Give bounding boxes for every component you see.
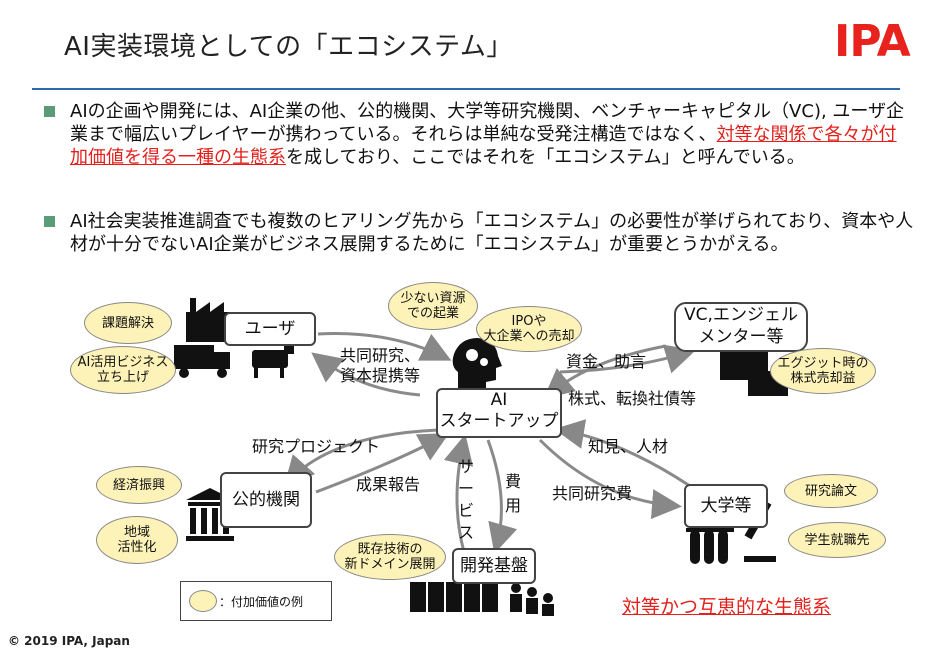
- node-user: ユーザ: [224, 312, 316, 346]
- arrow-startup-to-university: [538, 438, 682, 520]
- bubble-ipo-line1: IPOや: [511, 314, 547, 329]
- ai-head-gears-icon: [452, 338, 502, 390]
- bubble-exit-line1: エグジット時の: [777, 356, 869, 371]
- page-title: AI実装環境としての「エコシステム」: [64, 32, 513, 62]
- bullet-text: AI社会実装推進調査でも複数のヒアリング先から「エコシステム」の必要性が挙げられ…: [70, 211, 914, 255]
- bubble-problem-solving: 課題解決: [84, 302, 172, 344]
- label-service: サービス: [458, 457, 475, 542]
- label-joint-research-cost: 共同研究費: [552, 484, 633, 503]
- bubble-ai-business-line2: 立ち上げ: [96, 370, 149, 385]
- bubble-ai-business-line1: AI活用ビジネス: [77, 355, 169, 370]
- bubble-ai-business: AI活用ビジネス 立ち上げ: [70, 346, 176, 394]
- bullet-ecosystem-importance: AI社会実装推進調査でも複数のヒアリング先から「エコシステム」の必要性が挙げられ…: [44, 210, 914, 256]
- bubble-few-resources-line1: 少ない資源: [400, 291, 466, 306]
- bubble-ipo-line2: 大企業への売却: [483, 329, 575, 344]
- bubble-papers: 研究論文: [784, 474, 878, 508]
- node-ai-startup-line1: AI: [490, 390, 508, 410]
- arrow-university-to-startup: [554, 419, 691, 488]
- bubble-existing-tech: 既存技術の 新ドメイン展開: [334, 534, 446, 580]
- ipa-logo: IPA: [834, 16, 911, 67]
- bubble-existing-tech-line1: 既存技術の: [357, 542, 423, 557]
- node-public-institution: 公的機関: [220, 472, 312, 528]
- title-divider: [32, 88, 900, 90]
- label-knowledge: 知見、人材: [588, 437, 669, 456]
- label-stock: 株式、転換社債等: [568, 389, 697, 408]
- legend-bubble-icon: [189, 590, 217, 612]
- servers-people-icon: [410, 582, 554, 616]
- factory-icon: [186, 298, 230, 342]
- label-results-report: 成果報告: [356, 475, 421, 494]
- bubble-few-resources-line2: での起業: [406, 306, 459, 321]
- bubble-regional: 地域 活性化: [96, 516, 178, 564]
- bullet-text-tail: を成しており、ここではそれを「エコシステム」と呼んでいる。: [286, 147, 805, 168]
- label-joint-research-line2: 資本提携等: [340, 366, 421, 385]
- label-joint-research: 共同研究、 資本提携等: [340, 346, 420, 386]
- bullet-text: AIの企画や開発には、AI企業の他、公的機関、大学等研究機関、ベンチャーキャピタ…: [70, 101, 905, 145]
- arrow-vc-to-startup: [543, 344, 667, 399]
- cow-icon: [252, 342, 294, 378]
- node-dev-platform: 開発基盤: [452, 548, 536, 584]
- node-vc: VC,エンジェル メンター等: [674, 302, 808, 352]
- arrow-startup-to-user: [311, 352, 421, 397]
- bullet-square-icon: [44, 106, 55, 117]
- truck-icon: [174, 345, 230, 378]
- arrow-user-to-startup: [317, 332, 452, 361]
- bubble-regional-line1: 地域: [123, 525, 150, 540]
- bubble-exit: エグジット時の 株式売却益: [770, 348, 876, 394]
- label-funding: 資金、助言: [566, 352, 647, 371]
- bullet-square-icon: [44, 216, 55, 227]
- bubble-employment: 学生就職先: [788, 522, 886, 558]
- arrow-startup-to-vc: [559, 344, 696, 374]
- conclusion-text: 対等かつ互恵的な生態系: [622, 596, 832, 618]
- bubble-economy: 経済振興: [96, 466, 182, 504]
- legend-box: ：付加価値の例: [180, 581, 332, 621]
- node-vc-line2: メンター等: [698, 327, 784, 347]
- bubble-existing-tech-line2: 新ドメイン展開: [344, 557, 436, 572]
- label-joint-research-line1: 共同研究、: [340, 346, 421, 365]
- bullet-ecosystem-definition: AIの企画や開発には、AI企業の他、公的機関、大学等研究機関、ベンチャーキャピタ…: [44, 100, 914, 169]
- node-ai-startup: AI スタートアップ: [436, 388, 562, 438]
- arrow-startup-to-platform: [486, 439, 518, 554]
- bubble-ipo: IPOや 大企業への売却: [476, 306, 582, 352]
- bubble-exit-line2: 株式売却益: [790, 371, 856, 386]
- arrow-platform-to-startup: [443, 434, 474, 553]
- arrow-startup-to-public: [283, 428, 439, 487]
- bubble-regional-line2: 活性化: [117, 540, 157, 555]
- node-ai-startup-line2: スタートアップ: [439, 411, 559, 431]
- legend-label: ：付加価値の例: [219, 595, 304, 609]
- copyright-footer: © 2019 IPA, Japan: [8, 634, 130, 648]
- arrow-public-to-startup: [315, 433, 450, 494]
- bubble-few-resources: 少ない資源 での起業: [388, 282, 478, 330]
- highlighted-phrase: 対等な関係で各々が付加価値を得る一種の生態系: [70, 124, 897, 168]
- node-university: 大学等: [684, 484, 768, 528]
- node-vc-line1: VC,エンジェル: [684, 305, 798, 325]
- label-cost: 費用: [505, 472, 522, 515]
- label-research-project: 研究プロジェクト: [252, 437, 381, 456]
